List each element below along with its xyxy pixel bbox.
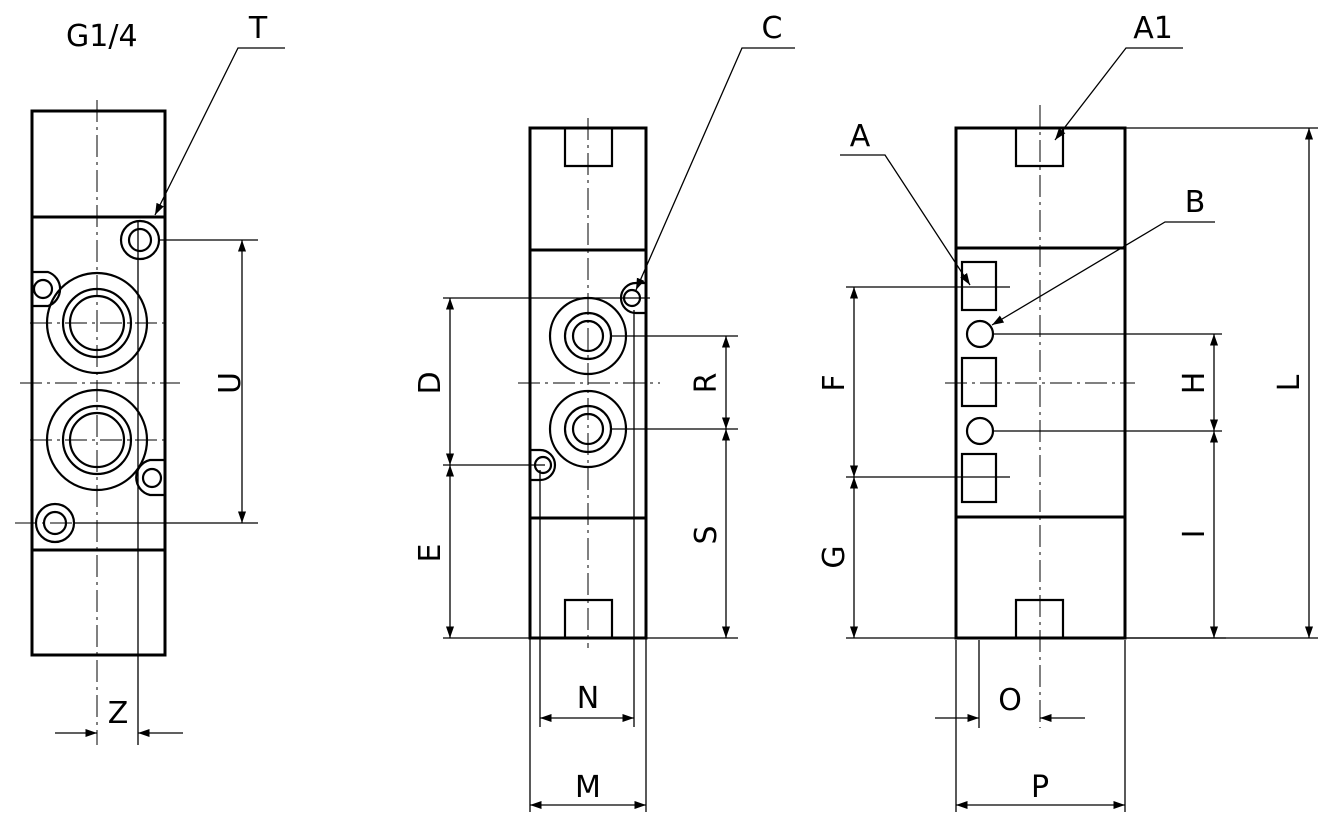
thread-size-title: G1/4 bbox=[66, 19, 138, 54]
label-t: T bbox=[248, 11, 268, 46]
left-port-upper bbox=[30, 271, 165, 375]
dimension-g-label: G bbox=[817, 545, 852, 568]
middle-view: D E R S N M C bbox=[413, 11, 795, 812]
dimension-m-label: M bbox=[575, 770, 601, 805]
right-port-b bbox=[965, 319, 995, 349]
dimension-h-label: H bbox=[1177, 372, 1212, 395]
dimension-f-label: F bbox=[817, 374, 852, 391]
dimension-l-label: L bbox=[1272, 374, 1307, 391]
left-view: U Z T bbox=[15, 11, 285, 745]
dimension-o-label: O bbox=[998, 683, 1022, 718]
left-hole-upper-left bbox=[32, 270, 62, 308]
right-top-fitting bbox=[1014, 128, 1065, 168]
label-a1: A1 bbox=[1133, 11, 1173, 46]
left-port-lower bbox=[30, 388, 165, 492]
left-hole-lower-right bbox=[135, 458, 165, 497]
left-hole-t bbox=[119, 219, 161, 261]
right-fitting-a bbox=[960, 260, 998, 312]
dimension-s-label: S bbox=[689, 525, 724, 544]
right-fitting-middle bbox=[960, 356, 998, 408]
dimension-u-label: U bbox=[213, 372, 248, 394]
label-a: A bbox=[850, 119, 871, 154]
right-port-lower bbox=[965, 416, 995, 446]
dimension-r-label: R bbox=[689, 373, 724, 394]
dimension-p-label: P bbox=[1031, 770, 1049, 805]
right-fitting-lower bbox=[960, 452, 998, 504]
leader-a1 bbox=[1054, 47, 1183, 141]
dimension-d-label: D bbox=[413, 371, 448, 394]
leader-t bbox=[154, 47, 285, 216]
right-view: F G H I L O P A1 A B bbox=[817, 11, 1318, 812]
dimension-i-label: I bbox=[1177, 530, 1212, 539]
leader-a bbox=[840, 154, 971, 286]
label-c: C bbox=[762, 11, 783, 46]
leader-c bbox=[635, 47, 795, 291]
dimension-z-label: Z bbox=[108, 696, 129, 731]
dimension-n-label: N bbox=[577, 681, 599, 716]
leader-b bbox=[991, 221, 1215, 326]
label-b: B bbox=[1185, 185, 1206, 220]
dimension-e-label: E bbox=[413, 544, 448, 563]
